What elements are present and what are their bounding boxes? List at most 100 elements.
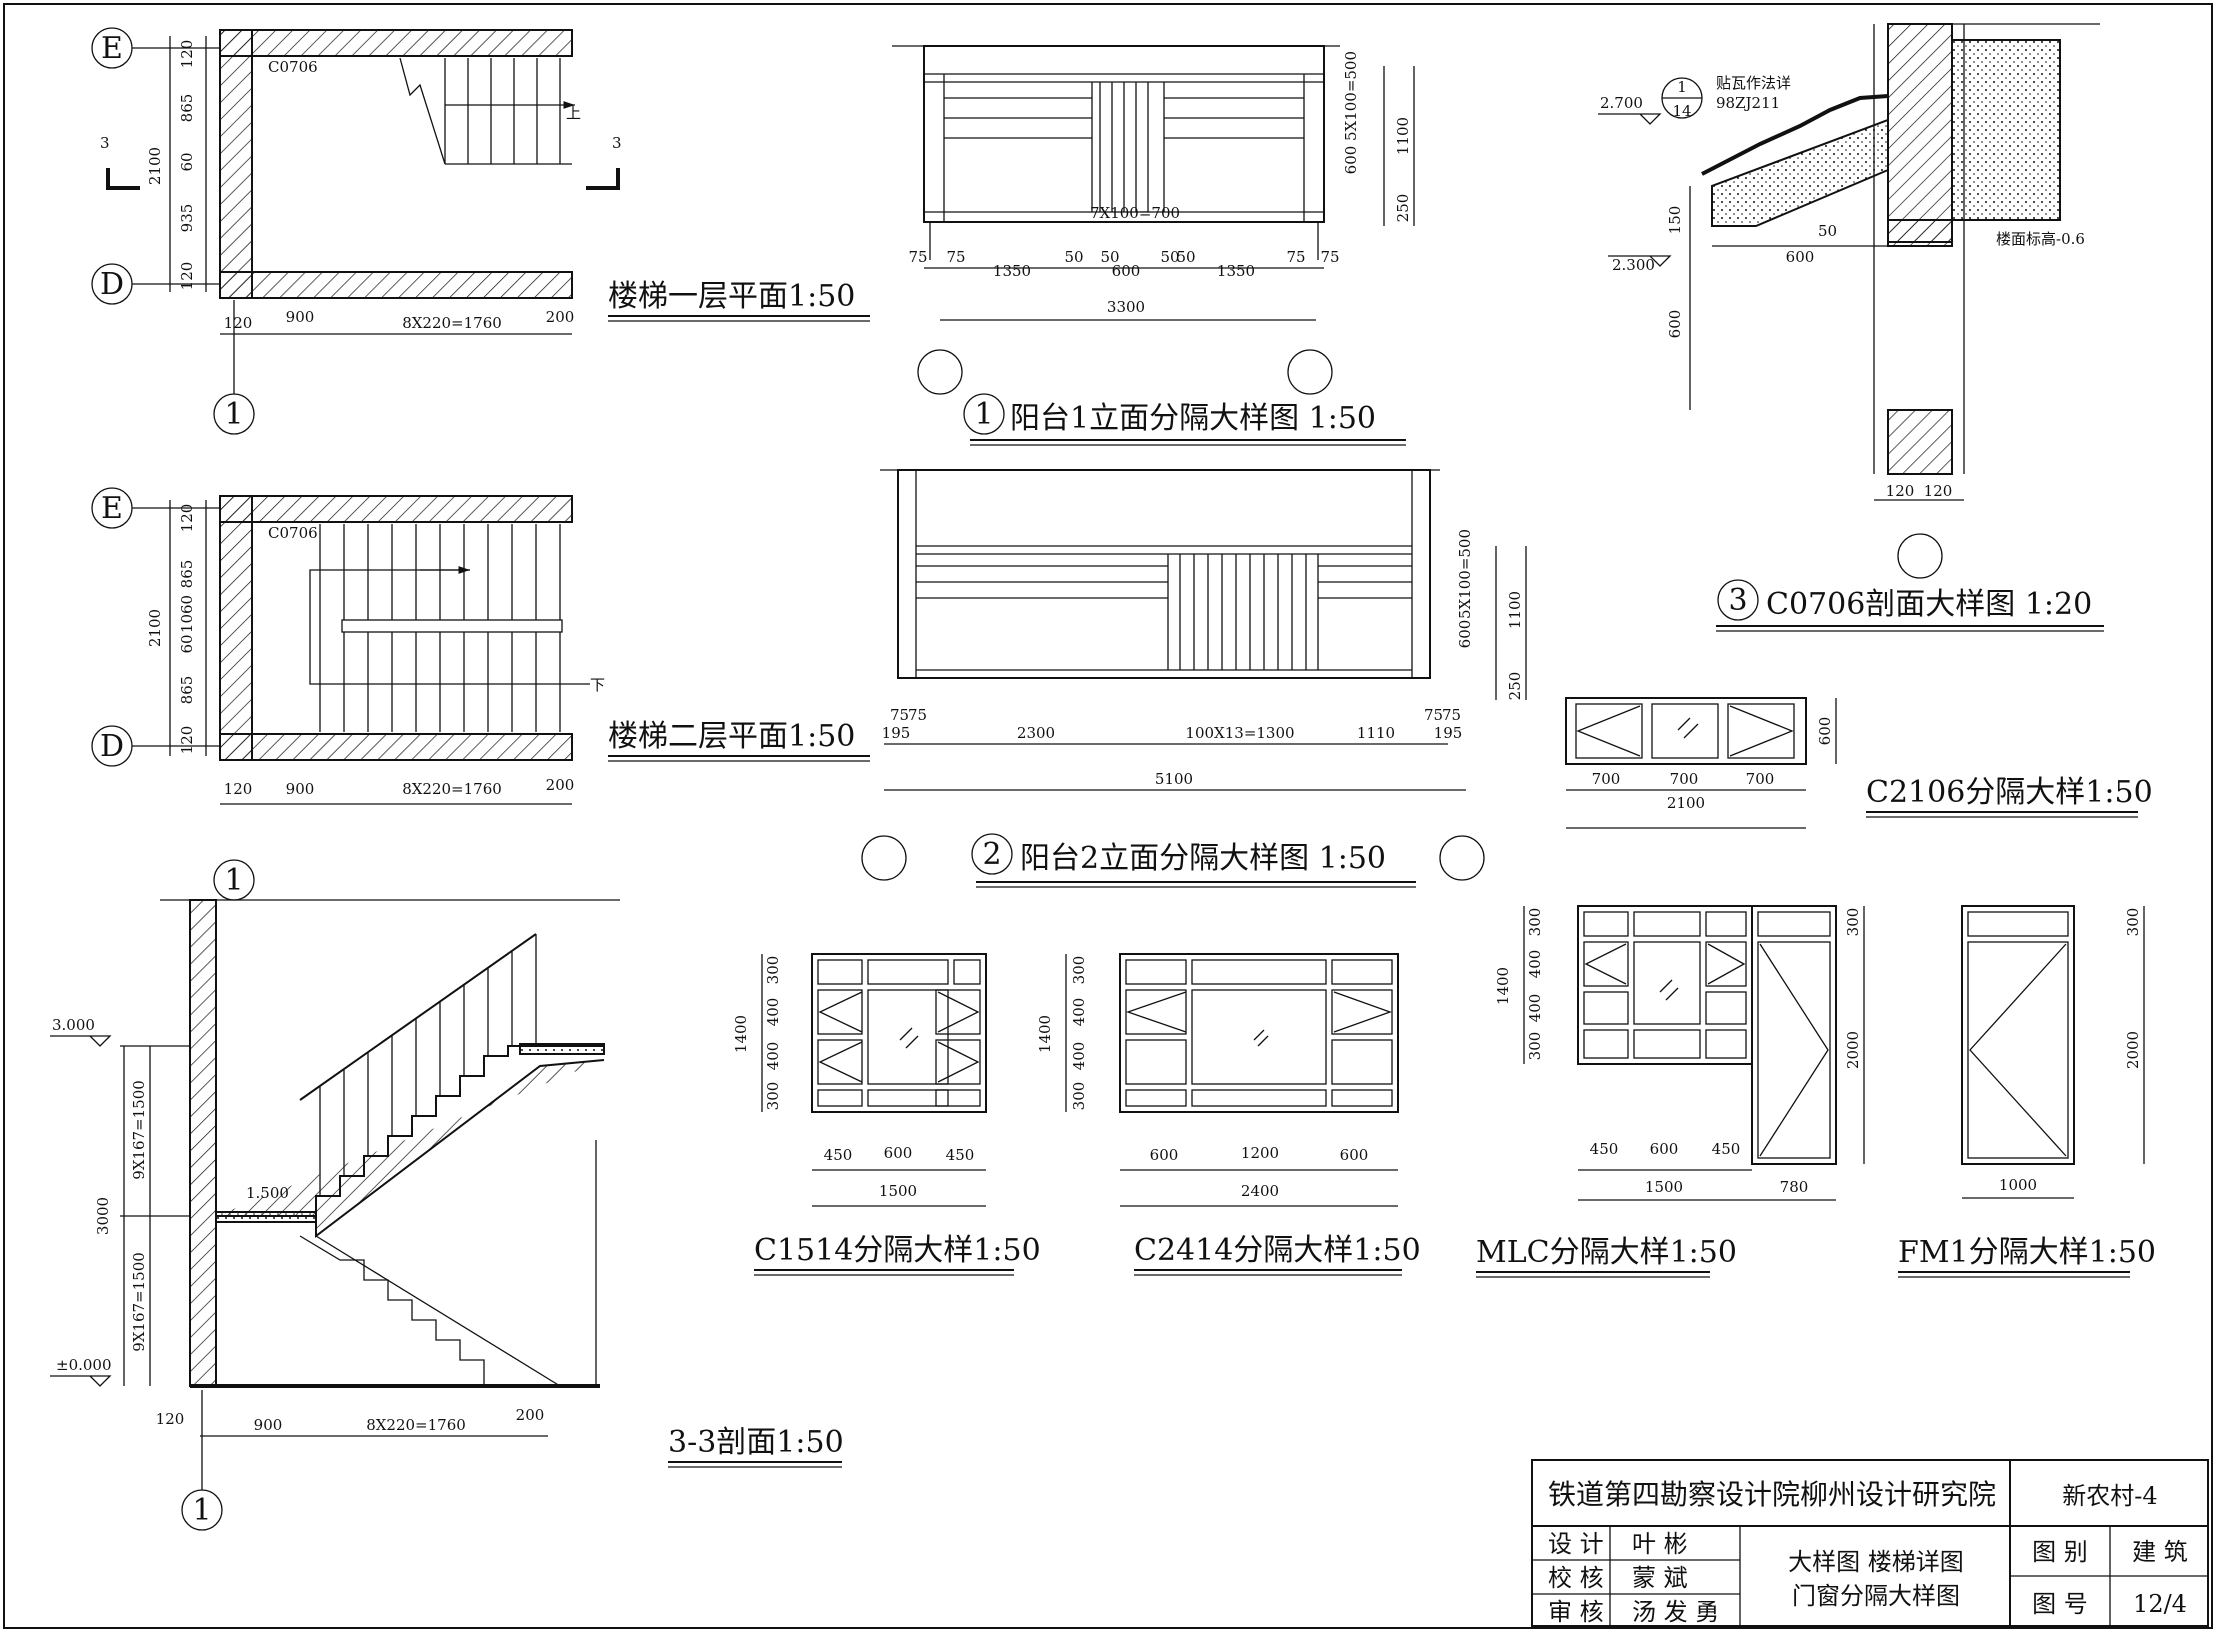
svg-text:2100: 2100 [146,609,164,647]
svg-text:75: 75 [1442,706,1461,724]
mlc-door-window: 300 400 400 300 1400 300 2000 450 600 45… [1476,905,1865,1278]
svg-text:75: 75 [908,248,927,266]
svg-text:2100: 2100 [146,147,164,185]
svg-text:60: 60 [178,152,196,171]
svg-text:300: 300 [1070,1082,1088,1111]
wall-section [1887,23,1953,247]
svg-text:120: 120 [224,314,253,332]
svg-text:图 别: 图 别 [2032,1538,2088,1566]
svg-text:900: 900 [286,780,315,798]
svg-text:50: 50 [1100,248,1119,266]
svg-text:5100: 5100 [1155,770,1193,788]
svg-text:400: 400 [1526,950,1544,979]
level-3000: 3.000 [52,1016,95,1034]
wall-top [219,29,573,57]
svg-text:1500: 1500 [1645,1178,1683,1196]
svg-text:450: 450 [1712,1140,1741,1158]
svg-text:450: 450 [1590,1140,1619,1158]
svg-text:2400: 2400 [1241,1182,1279,1200]
svg-text:75: 75 [946,248,965,266]
svg-text:1: 1 [1677,78,1687,96]
svg-text:600: 600 [1786,248,1815,266]
svg-text:200: 200 [546,776,575,794]
project-name: 新农村-4 [2062,1482,2157,1510]
axis-label-1-3: 1 [192,1493,211,1528]
svg-text:400: 400 [1526,994,1544,1023]
svg-text:865: 865 [178,676,196,705]
balcony-2-title: 阳台2立面分隔大样图 1:50 [1020,841,1386,876]
svg-text:8X220=1760: 8X220=1760 [402,314,502,332]
svg-text:3300: 3300 [1107,298,1145,316]
svg-text:450: 450 [824,1146,853,1164]
svg-text:1110: 1110 [1357,724,1395,742]
svg-text:195: 195 [882,724,911,742]
svg-text:12/4: 12/4 [2133,1590,2187,1618]
svg-text:1000: 1000 [1999,1176,2037,1194]
svg-text:50: 50 [1064,248,1083,266]
tile-roof [1701,94,1889,176]
c0706-index: 3 [1728,583,1747,618]
svg-text:400: 400 [764,998,782,1027]
svg-text:300: 300 [2124,908,2142,937]
svg-text:2000: 2000 [1844,1031,1862,1069]
svg-text:1500: 1500 [879,1182,917,1200]
section-mark-left: 3 [100,134,110,152]
svg-text:50: 50 [1818,222,1837,240]
svg-text:120: 120 [178,40,196,69]
drawing-name-1: 大样图 楼梯详图 [1788,1548,1964,1576]
svg-text:1400: 1400 [1036,1015,1054,1053]
svg-text:1400: 1400 [732,1015,750,1053]
svg-text:2000: 2000 [2124,1031,2142,1069]
axis-label-1: 1 [224,397,243,432]
svg-text:700: 700 [1592,770,1621,788]
fm1-door: 300 2000 1000 FM1分隔大样1:50 [1898,905,2156,1278]
wall-bottom [219,271,573,299]
svg-text:75: 75 [890,706,909,724]
axis-label-e-2: E [101,491,123,526]
svg-text:1350: 1350 [1217,262,1255,280]
svg-text:75: 75 [1286,248,1305,266]
down-label: 下 [590,676,605,694]
svg-text:汤 发 勇: 汤 发 勇 [1632,1598,1719,1626]
svg-text:600: 600 [1342,146,1360,175]
c1514-title: C1514分隔大样1:50 [754,1233,1041,1268]
svg-text:900: 900 [286,308,315,326]
fm1-title: FM1分隔大样1:50 [1898,1235,2156,1270]
window-tag: C0706 [268,58,318,76]
c2106-title: C2106分隔大样1:50 [1866,775,2153,810]
svg-text:600: 600 [1150,1146,1179,1164]
stair-plan-2: E D 1 C0706 下 120 865 1060 60 865 120 [91,487,870,901]
mlc-title: MLC分隔大样1:50 [1476,1235,1737,1270]
svg-text:75: 75 [908,706,927,724]
svg-text:120: 120 [178,726,196,755]
section-wall [189,899,217,1387]
lower-flight [299,1235,485,1386]
svg-text:250: 250 [1506,672,1524,701]
stair-section-title: 3-3剖面1:50 [668,1425,844,1460]
stair-plan-1-title: 楼梯一层平面1:50 [608,279,855,314]
svg-text:200: 200 [516,1406,545,1424]
svg-text:叶 彬: 叶 彬 [1632,1530,1688,1558]
svg-text:2100: 2100 [1667,794,1705,812]
svg-text:120: 120 [224,780,253,798]
svg-text:300: 300 [1526,1032,1544,1061]
level-1500: 1.500 [246,1184,289,1202]
svg-text:300: 300 [1526,908,1544,937]
title-block: 铁道第四勘察设计院柳州设计研究院 新农村-4 设 计 叶 彬 校 核 蒙 斌 审… [1531,1459,2209,1627]
balcony-1-elevation: 7X100=700 5X100=500 600 1100 250 75 75 1… [892,45,1415,446]
svg-text:7X100=700: 7X100=700 [1090,204,1180,222]
tile-note: 贴瓦作法详 [1716,74,1791,92]
svg-text:865: 865 [178,94,196,123]
svg-text:校 核: 校 核 [1548,1564,1604,1592]
svg-text:设 计: 设 计 [1548,1530,1604,1558]
svg-text:1200: 1200 [1241,1144,1279,1162]
axis-label-e: E [101,31,123,66]
svg-text:700: 700 [1670,770,1699,788]
svg-text:1400: 1400 [1494,967,1512,1005]
level-2700: 2.700 [1600,94,1643,112]
svg-text:50: 50 [1176,248,1195,266]
balcony-1-index: 1 [974,397,993,432]
landing-slab [216,1059,605,1239]
c2106-window: 600 700 700 700 2100 C2106分隔大样1:50 [1565,697,2153,829]
